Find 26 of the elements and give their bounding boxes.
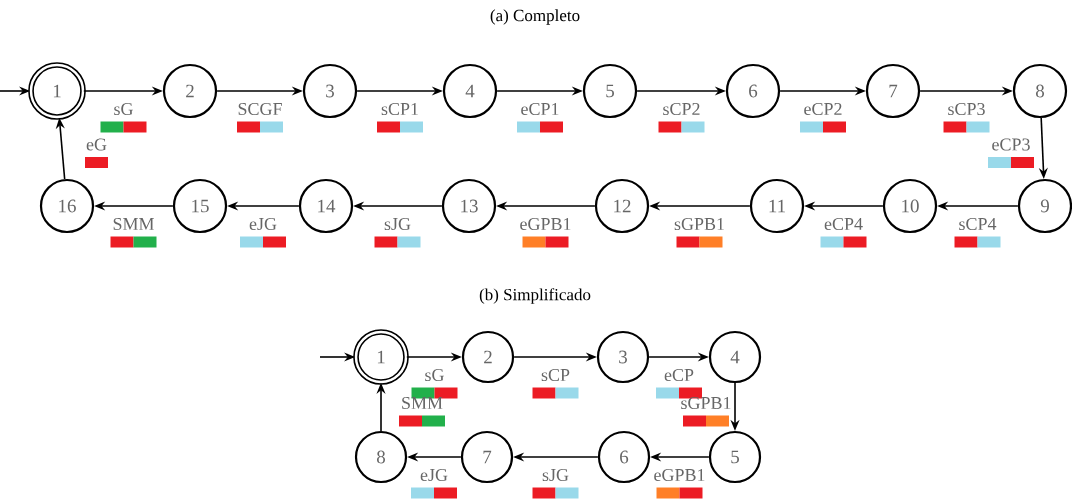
- edge-label: sJG: [384, 217, 411, 231]
- edge-label: SMM: [113, 217, 154, 231]
- edge-label: sCP4: [959, 217, 997, 231]
- edge-label: eGPB1: [654, 468, 705, 482]
- edge-label: eGPB1: [520, 217, 571, 231]
- caption: (a) Completo: [490, 9, 580, 25]
- edge-label: sGPB1: [681, 396, 731, 410]
- edge-label: sGPB1: [674, 217, 724, 231]
- edge-label: SCGF: [238, 102, 282, 116]
- edge-label: sCP1: [381, 102, 418, 116]
- edge-label: eCP2: [804, 102, 842, 116]
- edge-label: eCP: [664, 368, 694, 382]
- edge-label: eCP3: [992, 138, 1030, 151]
- edge-label: eCP4: [824, 217, 863, 231]
- edge-label: sJG: [542, 468, 569, 482]
- edge-label: sG: [425, 368, 444, 382]
- edge-label: eG: [86, 138, 107, 151]
- edge-label: sCP: [541, 368, 570, 382]
- edge-label: sCP2: [663, 102, 700, 116]
- edge-label: SMM: [402, 396, 443, 410]
- edge-label: sG: [114, 102, 133, 116]
- caption: (b) Simplificado: [479, 288, 591, 304]
- edge-label: eJG: [249, 217, 277, 231]
- edge-label: eJG: [420, 468, 448, 482]
- edge-label: eCP1: [521, 102, 559, 116]
- edge-label: sCP3: [948, 102, 985, 116]
